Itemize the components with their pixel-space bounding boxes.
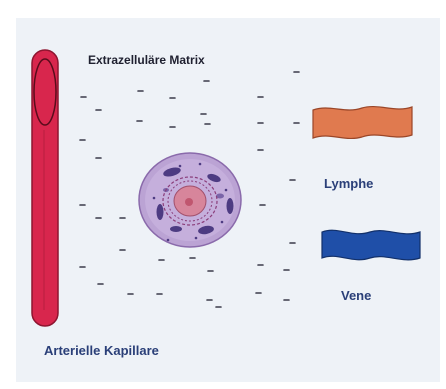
label-vein: Vene <box>341 288 371 303</box>
mitochondrion <box>170 226 182 232</box>
label-arterial-capillary: Arterielle Kapillare <box>44 343 159 358</box>
vein-vessel <box>322 230 420 260</box>
cell <box>139 153 241 247</box>
arterial-capillary <box>32 50 58 326</box>
mitochondrion <box>157 204 164 220</box>
label-extracellular-matrix: Extrazelluläre Matrix <box>88 53 205 67</box>
label-lymph: Lymphe <box>324 176 373 191</box>
lymph-vessel <box>313 107 412 139</box>
nucleolus <box>185 198 193 206</box>
mitochondrion <box>227 198 234 214</box>
